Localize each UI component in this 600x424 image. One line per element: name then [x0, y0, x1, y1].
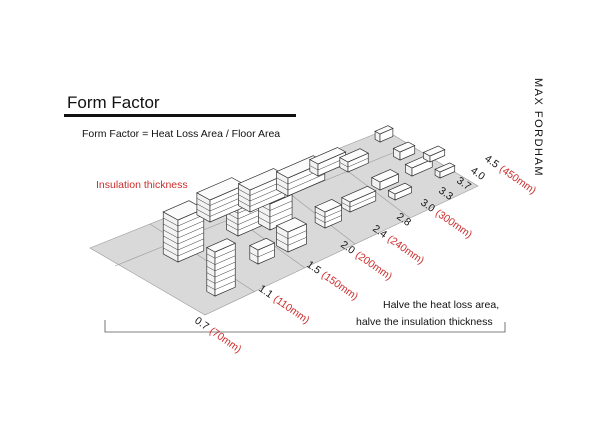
scale-item: 0.7(70mm) — [192, 315, 243, 356]
scale-item: 2.4(240mm) — [370, 223, 426, 267]
scale-item: 1.1(110mm) — [256, 283, 311, 327]
form-factor-value: 0.7 — [192, 315, 211, 333]
form-factor-value: 4.0 — [468, 165, 487, 183]
brand-logo: MAX FORDHAM — [532, 78, 544, 177]
insulation-thickness-label: Insulation thickness — [96, 179, 188, 191]
form-factor-value: 4.5 — [482, 153, 501, 171]
insulation-thickness-value: (450mm) — [497, 163, 538, 197]
insulation-thickness-value: (240mm) — [385, 233, 426, 267]
insulation-thickness-value: (200mm) — [353, 249, 394, 283]
insulation-thickness-value: (300mm) — [433, 207, 474, 241]
formula-text: Form Factor = Heat Loss Area / Floor Are… — [82, 128, 281, 140]
building-blocks — [162, 125, 456, 297]
insulation-thickness-value: (110mm) — [271, 293, 312, 326]
scale-item: 3.0(300mm) — [418, 197, 474, 241]
note-line-1: Halve the heat loss area, — [383, 299, 500, 311]
diagram-title: Form Factor — [67, 93, 160, 112]
note-line-2: halve the insulation thickness — [356, 316, 493, 328]
scale-item: 4.0 — [468, 165, 487, 183]
scale-item: 2.0(200mm) — [338, 239, 394, 283]
insulation-thickness-value: (70mm) — [207, 325, 244, 356]
range-bracket — [104, 320, 506, 333]
scale-item: 4.5(450mm) — [482, 153, 538, 197]
title-underline — [64, 114, 296, 117]
insulation-thickness-value: (150mm) — [319, 269, 360, 303]
scale-item: 1.5(150mm) — [304, 259, 360, 303]
